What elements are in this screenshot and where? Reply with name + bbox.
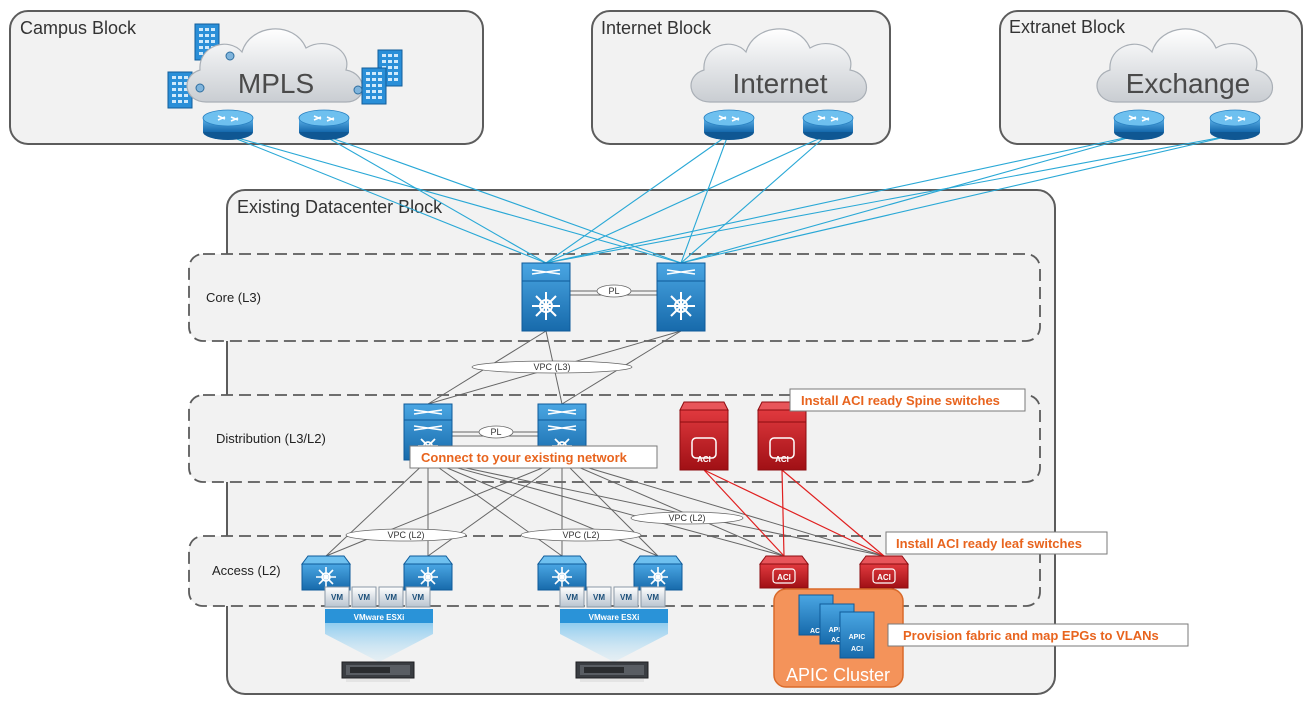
core-pl-label: PL bbox=[608, 286, 619, 296]
aci-links bbox=[703, 469, 885, 557]
core-tier bbox=[188, 253, 1041, 342]
core-vpc-pill bbox=[471, 360, 633, 374]
apic-cluster: ACI APIC ACI APIC ACI APIC Cluster bbox=[773, 588, 904, 688]
aci-leaf-label: ACI bbox=[877, 573, 891, 582]
apic-server-label: APIC bbox=[829, 627, 846, 634]
access-vpc-label-1: VPC (L2) bbox=[387, 530, 424, 540]
vm-icon bbox=[640, 586, 666, 608]
internet-cloud-label: Internet bbox=[733, 68, 828, 99]
esxi-label: VMware ESXi bbox=[354, 613, 405, 622]
building-icon bbox=[361, 67, 387, 105]
vm-label: VM bbox=[593, 593, 605, 602]
campus-router-icon bbox=[202, 109, 254, 141]
access-switch-icon bbox=[403, 555, 453, 591]
access-vpc-pill-2 bbox=[520, 528, 642, 542]
esxi-label: VMware ESXi bbox=[589, 613, 640, 622]
vm-label: VM bbox=[566, 593, 578, 602]
server-icon bbox=[575, 661, 649, 683]
vm-label: VM bbox=[620, 593, 632, 602]
internet-block-title: Internet Block bbox=[601, 18, 712, 38]
vm-label: VM bbox=[412, 593, 424, 602]
leaf-callout bbox=[885, 531, 1108, 555]
vm-icon bbox=[351, 586, 377, 608]
access-switch-icon bbox=[301, 555, 351, 591]
aci-leaf-switch-icon bbox=[859, 555, 909, 589]
apic-server-label: APIC bbox=[849, 634, 866, 641]
vm-label: VM bbox=[647, 593, 659, 602]
dist-pl-pill bbox=[478, 425, 514, 439]
access-vpc-label-2: VPC (L2) bbox=[562, 530, 599, 540]
apic-cluster-label: APIC Cluster bbox=[786, 665, 890, 685]
spine-callout bbox=[789, 388, 1026, 412]
exchange-cloud-label: Exchange bbox=[1126, 68, 1251, 99]
aci-leaf-switch-icon bbox=[759, 555, 809, 589]
esxi-host-left: VM VM VM VM VMware ESXi bbox=[324, 586, 433, 683]
vm-icon bbox=[559, 586, 585, 608]
campus-router-icon bbox=[298, 109, 350, 141]
apic-server-aci-label: ACI bbox=[810, 628, 822, 635]
aci-spine-label: ACI bbox=[697, 455, 711, 464]
vm-label: VM bbox=[358, 593, 370, 602]
vm-icon bbox=[378, 586, 404, 608]
core-switch-icon bbox=[521, 262, 571, 332]
apic-server-aci-label: ACI bbox=[851, 646, 863, 653]
existing-network-callout bbox=[409, 445, 658, 469]
core-tier-label: Core (L3) bbox=[206, 290, 261, 305]
esxi-bar bbox=[325, 609, 433, 623]
apic-server-aci-label: ACI bbox=[831, 637, 843, 644]
apic-server-icon bbox=[839, 611, 875, 659]
core-switch-icon bbox=[656, 262, 706, 332]
access-vpc-pill-3 bbox=[630, 511, 744, 525]
distribution-tier bbox=[188, 394, 1041, 483]
server-icon bbox=[341, 661, 415, 683]
vm-icon bbox=[324, 586, 350, 608]
provision-callout-text: Provision fabric and map EPGs to VLANs bbox=[903, 628, 1159, 643]
aci-leaf-label: ACI bbox=[777, 573, 791, 582]
vm-icon bbox=[405, 586, 431, 608]
provision-callout bbox=[887, 623, 1189, 647]
distribution-tier-label: Distribution (L3/L2) bbox=[216, 431, 326, 446]
internet-router-icon bbox=[703, 109, 755, 141]
internet-router-icon bbox=[802, 109, 854, 141]
dist-pl-label: PL bbox=[490, 427, 501, 437]
vm-label: VM bbox=[385, 593, 397, 602]
extranet-router-icon bbox=[1209, 109, 1261, 141]
wan-links bbox=[226, 134, 1235, 264]
core-pl-pill bbox=[596, 284, 632, 298]
extranet-router-icon bbox=[1113, 109, 1165, 141]
access-switch-icon bbox=[537, 555, 587, 591]
campus-block-title: Campus Block bbox=[20, 18, 137, 38]
core-vpc-label: VPC (L3) bbox=[533, 362, 570, 372]
existing-network-callout-text: Connect to your existing network bbox=[421, 450, 628, 465]
vm-label: VM bbox=[331, 593, 343, 602]
esxi-host-right: VM VM VM VM VMware ESXi bbox=[559, 586, 668, 683]
vm-icon bbox=[586, 586, 612, 608]
access-switch-icon bbox=[633, 555, 683, 591]
aci-spine-label: ACI bbox=[775, 455, 789, 464]
extranet-block-title: Extranet Block bbox=[1009, 17, 1126, 37]
access-vpc-label-3: VPC (L2) bbox=[668, 513, 705, 523]
access-vpc-pill-1 bbox=[345, 528, 467, 542]
access-tier-label: Access (L2) bbox=[212, 563, 281, 578]
spine-callout-text: Install ACI ready Spine switches bbox=[801, 393, 1000, 408]
esxi-bar bbox=[560, 609, 668, 623]
mpls-cloud-label: MPLS bbox=[238, 68, 314, 99]
vm-icon bbox=[613, 586, 639, 608]
datacenter-block-title: Existing Datacenter Block bbox=[237, 197, 443, 217]
leaf-callout-text: Install ACI ready leaf switches bbox=[896, 536, 1082, 551]
